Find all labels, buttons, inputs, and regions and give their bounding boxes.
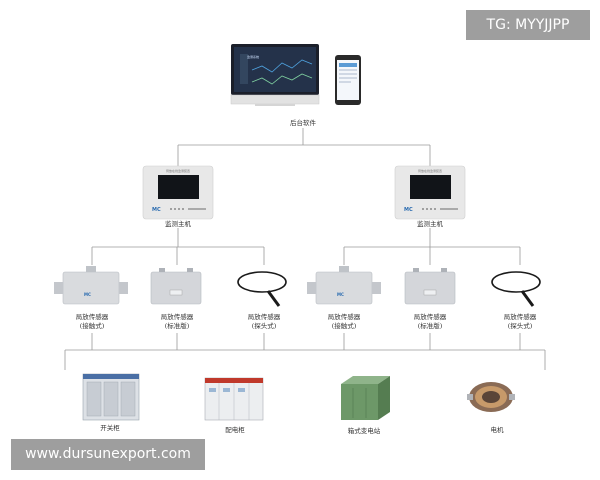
- sensor-standard-2: 局放传感器 (标准版): [404, 268, 456, 330]
- sensor-1-logo: MC: [84, 292, 91, 297]
- monitor-screen-text: 监测系统: [247, 54, 259, 59]
- host-2-label: 监测主机: [417, 219, 444, 228]
- connector-lines: [64, 128, 546, 370]
- host-1-logo: MC: [152, 207, 161, 213]
- box-substation-icon: [341, 376, 390, 420]
- host-2-logo: MC: [404, 207, 413, 213]
- watermark-bottom: www.dursunexport.com: [11, 439, 205, 470]
- equipment-1-label: 开关柜: [100, 423, 120, 432]
- sensor-6-line1: 局放传感器: [504, 312, 537, 321]
- connector-sensors-to-equipment: [64, 333, 546, 370]
- phone-icon: [335, 55, 361, 105]
- sensor-5-line1: 局放传感器: [414, 312, 447, 321]
- backend-software-group: 监测系统 后台软件: [230, 44, 361, 127]
- sensor-4-line2: (接触式): [332, 321, 357, 330]
- connector-top-to-hosts: [177, 128, 431, 166]
- host-1-label: 监测主机: [165, 219, 192, 228]
- sensor-1-line2: (接触式): [80, 321, 105, 330]
- sensor-contact-2: MC 局放传感器 (接触式): [307, 266, 381, 330]
- sensor-2-line1: 局放传感器: [161, 312, 194, 321]
- sensor-contact-1: MC 局放传感器 (接触式): [54, 266, 128, 330]
- monitoring-host-1: 局放在线监测装置 MC 监测主机: [142, 165, 214, 228]
- motor-icon: [467, 382, 515, 412]
- sensor-probe-1: 局放传感器 (探头式): [237, 271, 287, 330]
- monitoring-host-2: 局放在线监测装置 MC 监测主机: [394, 165, 466, 228]
- connector-host1-to-sensors: [91, 228, 265, 265]
- sensor-3-line1: 局放传感器: [248, 312, 281, 321]
- host-2-panel-text: 局放在线监测装置: [418, 168, 442, 173]
- sensor-probe-2: 局放传感器 (探头式): [491, 271, 541, 330]
- sensor-2-line2: (标准版): [165, 321, 190, 330]
- monitor-icon: [230, 44, 320, 106]
- equipment-4-label: 电机: [491, 425, 505, 434]
- distribution-cabinet-icon: [204, 377, 264, 421]
- sensor-1-line1: 局放传感器: [76, 312, 109, 321]
- watermark-top: TG: MYYJJPP: [466, 10, 590, 40]
- sensor-5-line2: (标准版): [418, 321, 443, 330]
- sensor-6-line2: (探头式): [508, 321, 533, 330]
- switchgear-icon: [82, 373, 140, 421]
- sensor-3-line2: (探头式): [252, 321, 277, 330]
- sensor-4-logo: MC: [337, 292, 344, 297]
- connector-host2-to-sensors: [343, 228, 521, 265]
- sensor-4-line1: 局放传感器: [328, 312, 361, 321]
- sensor-standard-1: 局放传感器 (标准版): [150, 268, 202, 330]
- host-1-panel-text: 局放在线监测装置: [166, 168, 190, 173]
- equipment-2-label: 配电柜: [225, 425, 245, 434]
- equipment-3-label: 箱式变电站: [348, 426, 381, 435]
- backend-software-label: 后台软件: [290, 118, 317, 127]
